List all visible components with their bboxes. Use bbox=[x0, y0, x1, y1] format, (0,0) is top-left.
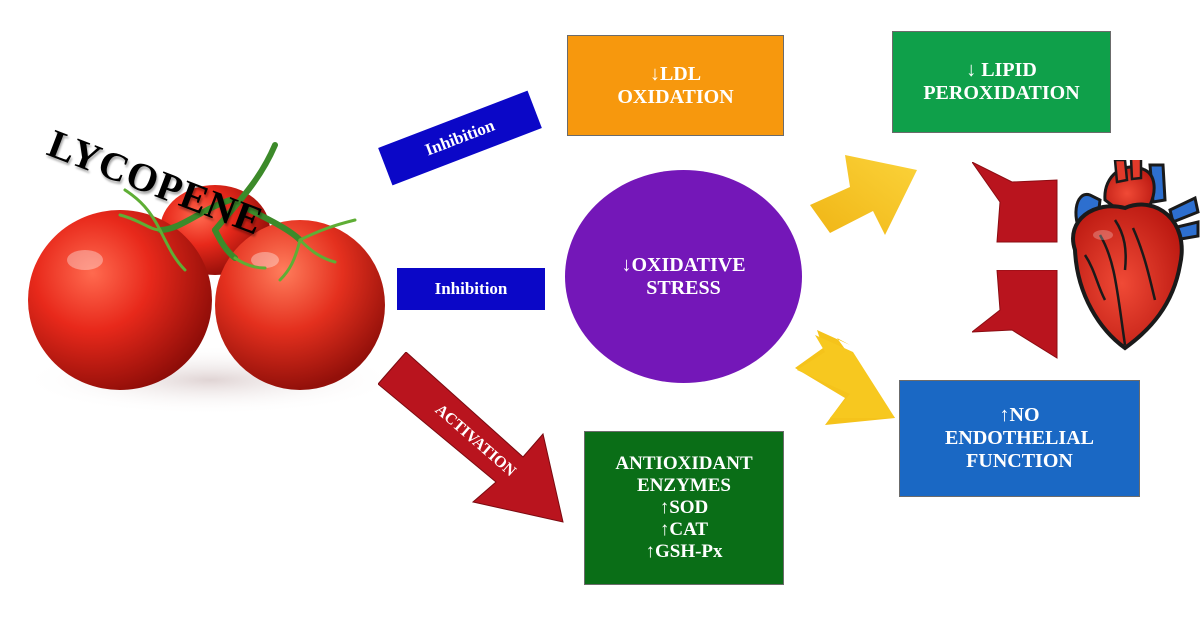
yellow-arrow-up-icon bbox=[810, 155, 917, 235]
ldl-line2: OXIDATION bbox=[617, 85, 734, 108]
antioxidant-line2: ENZYMES bbox=[637, 475, 731, 497]
no-line2: ENDOTHELIAL bbox=[945, 427, 1094, 449]
lipid-line1: ↓ LIPID bbox=[966, 59, 1037, 81]
oxidative-stress-circle: ↓OXIDATIVE STRESS bbox=[565, 170, 802, 383]
activation-arrow bbox=[378, 352, 564, 523]
antioxidant-line3: ↑SOD bbox=[659, 497, 709, 519]
lipid-line2: PEROXIDATION bbox=[923, 82, 1080, 104]
red-chevron-upper-icon bbox=[972, 162, 1058, 243]
ldl-oxidation-box: ↓LDL OXIDATION bbox=[567, 35, 784, 136]
antioxidant-line1: ANTIOXIDANT bbox=[615, 453, 753, 475]
oxidative-line1: ↓OXIDATIVE bbox=[621, 253, 746, 276]
lipid-peroxidation-box: ↓ LIPID PEROXIDATION bbox=[892, 31, 1111, 133]
antioxidant-line5: ↑GSH-Px bbox=[645, 540, 723, 562]
red-chevron-lower-icon bbox=[972, 270, 1058, 359]
ldl-line1: ↓LDL bbox=[649, 62, 702, 85]
antioxidant-enzymes-box: ANTIOXIDANT ENZYMES ↑SOD ↑CAT ↑GSH-Px bbox=[584, 431, 784, 585]
oxidative-line2: STRESS bbox=[646, 276, 721, 299]
no-line3: FUNCTION bbox=[966, 450, 1073, 472]
no-endothelial-box: ↑NO ENDOTHELIAL FUNCTION bbox=[899, 380, 1140, 497]
yellow-arrow-down-icon bbox=[795, 330, 895, 425]
antioxidant-line4: ↑CAT bbox=[659, 518, 709, 540]
tomato-illustration bbox=[20, 142, 400, 415]
no-line1: ↑NO bbox=[999, 404, 1040, 426]
tomato-right bbox=[215, 220, 385, 390]
inhibition-mid-label: Inhibition bbox=[397, 268, 545, 310]
inhibition-top-label: Inhibition bbox=[378, 90, 542, 186]
tomato-left bbox=[28, 210, 212, 390]
heart-icon bbox=[1071, 160, 1200, 351]
inhibition-mid-text: Inhibition bbox=[434, 279, 508, 298]
inhibition-top-text: Inhibition bbox=[422, 115, 498, 160]
